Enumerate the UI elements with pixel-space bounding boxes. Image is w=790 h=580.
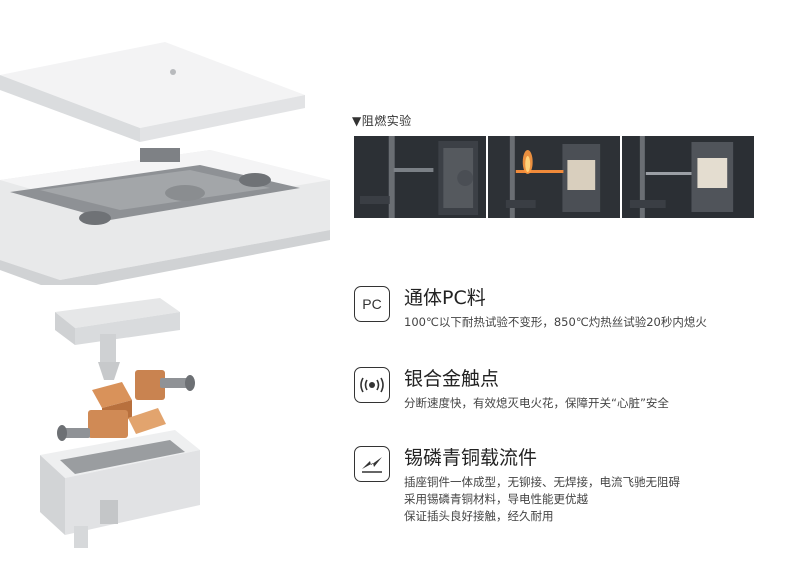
flame-test-image-strip (354, 136, 754, 218)
contact-signal-icon (354, 367, 390, 403)
flame-test-photo-2 (488, 136, 620, 218)
feature-title: 锡磷青铜载流件 (404, 447, 538, 469)
feature-description: 插座铜件一体成型，无铆接、无焊接，电流飞驰无阻碍 采用锡磷青铜材料，导电性能更优… (404, 474, 680, 525)
feature-silver-contact: 银合金触点 分断速度快，有效熄灭电火花，保障开关“心脏”安全 (354, 367, 774, 437)
socket-components-illustration (40, 298, 200, 548)
flame-test-photo-1 (354, 136, 486, 218)
feature-description: 100℃以下耐热试验不变形，850℃灼热丝试验20秒内熄火 (404, 314, 707, 331)
feature-description: 分断速度快，有效熄灭电火花，保障开关“心脏”安全 (404, 395, 669, 412)
feature-phosphor-bronze: 锡磷青铜载流件 插座铜件一体成型，无铆接、无焊接，电流飞驰无阻碍 采用锡磷青铜材… (354, 446, 774, 526)
feature-title: 通体PC料 (404, 287, 486, 309)
pc-icon: PC (354, 286, 390, 322)
feature-description-line: 插座铜件一体成型，无铆接、无焊接，电流飞驰无阻碍 (404, 475, 680, 489)
feature-description-line: 100℃以下耐热试验不变形，850℃灼热丝试验20秒内熄火 (404, 315, 707, 329)
feature-description-line: 保证插头良好接触，经久耐用 (404, 509, 554, 523)
feature-description-line: 采用锡磷青铜材料，导电性能更优越 (404, 492, 588, 506)
switch-panel-exploded-illustration (0, 42, 330, 285)
lightning-current-icon (354, 446, 390, 482)
feature-title: 银合金触点 (404, 368, 500, 390)
feature-description-line: 分断速度快，有效熄灭电火花，保障开关“心脏”安全 (404, 396, 669, 410)
feature-pc-material: PC 通体PC料 100℃以下耐热试验不变形，850℃灼热丝试验20秒内熄火 (354, 286, 774, 356)
flame-test-title: ▼阻燃实验 (352, 114, 412, 128)
flame-test-photo-3 (622, 136, 754, 218)
